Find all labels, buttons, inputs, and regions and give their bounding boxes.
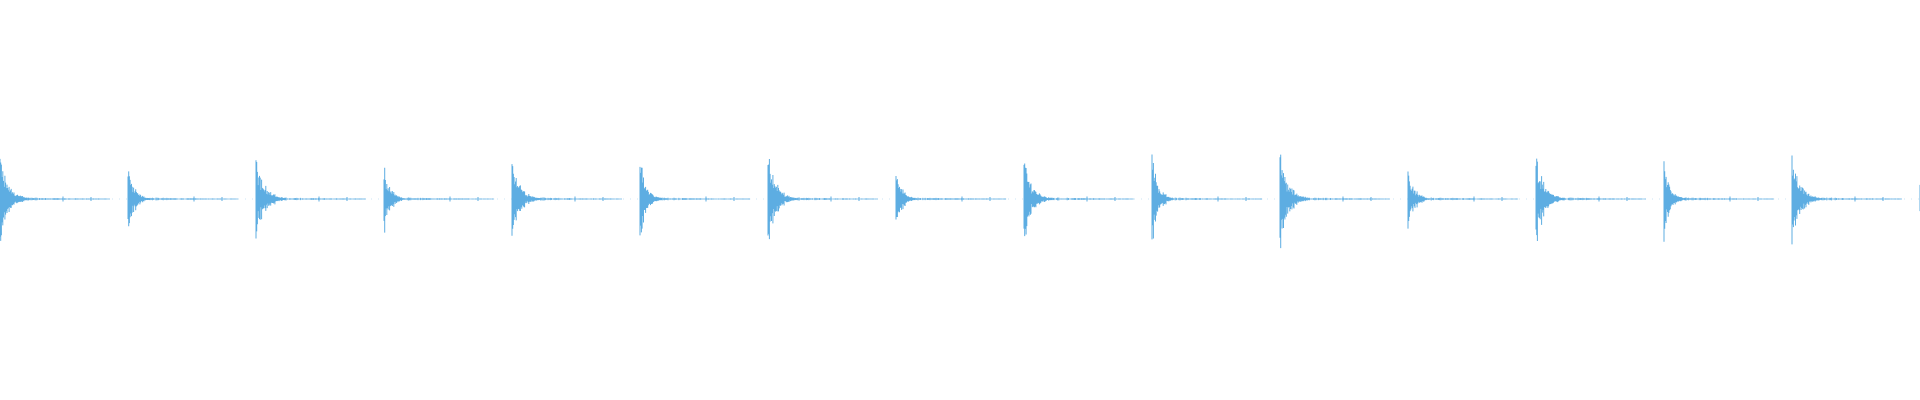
transient-burst (383, 167, 495, 233)
transient-burst (255, 160, 366, 239)
transient-burst (639, 166, 751, 236)
waveform-transient (1279, 154, 1390, 249)
waveform-transient (511, 164, 622, 236)
transient-burst (1663, 161, 1775, 242)
waveform-transient (895, 175, 1007, 220)
waveform-transient (639, 166, 751, 236)
waveform-transient (383, 167, 495, 233)
waveform-group (0, 154, 1920, 249)
transient-burst (1279, 154, 1390, 249)
transient-burst (1791, 155, 1902, 245)
transient-burst (1023, 163, 1134, 237)
waveform-transient (1151, 154, 1263, 240)
transient-burst (511, 164, 622, 236)
waveform-transient (255, 160, 366, 239)
transient-burst (1151, 154, 1263, 240)
transient-burst (0, 158, 110, 241)
transient-burst (895, 175, 1007, 220)
transient-burst (767, 158, 878, 240)
waveform-transient (1023, 163, 1134, 237)
waveform-transient (1663, 161, 1775, 242)
waveform-transient (1407, 171, 1519, 229)
waveform-transient (0, 158, 110, 241)
transient-burst (127, 171, 239, 227)
waveform-transient (1535, 158, 1646, 242)
waveform-transient (127, 171, 239, 227)
transient-burst (1535, 158, 1646, 242)
waveform-transient (767, 158, 878, 240)
waveform-transient (1791, 155, 1902, 245)
transient-burst (1407, 171, 1519, 229)
